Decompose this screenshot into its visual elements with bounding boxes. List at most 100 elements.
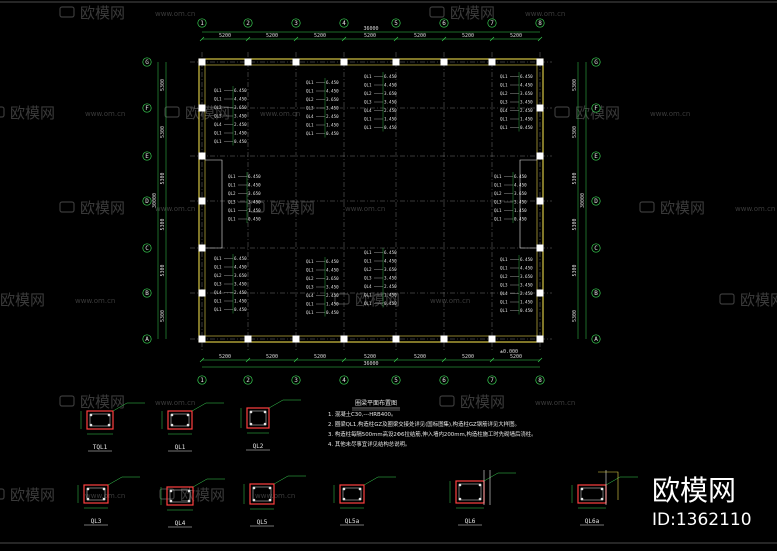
schedule-beam: QL1 xyxy=(364,125,372,130)
schedule-beam: QL1 xyxy=(306,80,314,85)
axis-label: F xyxy=(145,105,149,112)
schedule-beam: QL1 xyxy=(500,257,508,262)
axis-label: A xyxy=(145,336,149,343)
schedule-elevation: 6.450 xyxy=(384,74,397,79)
dimension-total-text: 30000 xyxy=(152,193,158,208)
watermark-site: www.om.cn xyxy=(260,110,300,118)
schedule-beam: QL1 xyxy=(494,174,502,179)
schedule-beam: QL1 xyxy=(214,299,222,304)
axis-label: D xyxy=(145,198,149,205)
schedule-elevation: 3.650 xyxy=(248,191,261,196)
structural-column xyxy=(536,58,544,66)
schedule-beam: QL2 xyxy=(214,105,222,110)
schedule-beam: QL1 xyxy=(214,131,222,136)
interior-wall xyxy=(205,159,223,249)
schedule-elevation: 1.450 xyxy=(384,293,397,298)
section-label: QL5a xyxy=(345,518,360,525)
axis-label: E xyxy=(145,153,149,160)
schedule-beam: QL4 xyxy=(214,290,222,295)
schedule-elevation: 4.450 xyxy=(234,97,247,102)
axis-bubble: 6 xyxy=(439,18,449,28)
watermark-brand: 欧模网 xyxy=(80,393,125,411)
brand-block: 欧模网 ID:1362110 xyxy=(652,474,752,530)
schedule-elevation: 0.450 xyxy=(234,139,247,144)
schedule-elevation: 2.450 xyxy=(326,114,339,119)
schedule-beam: QL1 xyxy=(214,97,222,102)
axis-bubble: 2 xyxy=(243,18,253,28)
axis-bubble: D xyxy=(142,196,152,206)
schedule-beam: QL1 xyxy=(364,250,372,255)
axis-label: 3 xyxy=(294,377,298,384)
schedule-beam: QL2 xyxy=(214,273,222,278)
axis-bubble: C xyxy=(591,243,601,253)
axis-label: F xyxy=(594,105,598,112)
structural-column xyxy=(198,335,206,343)
axis-bubble: 6 xyxy=(439,375,449,385)
dimension-total-text: 36000 xyxy=(363,26,378,32)
section-label: QL3 xyxy=(91,518,102,525)
dimension-text: 5200 xyxy=(266,354,278,360)
structural-column xyxy=(536,244,544,252)
note-2: 2. 圈梁QL1,构造柱GZ及圈梁交接处详见(国标图集),构造柱GZ钢筋详见大样… xyxy=(328,420,520,428)
section-detail: QL1 xyxy=(161,402,224,452)
axis-bubble: E xyxy=(142,151,152,161)
schedule-elevation: 0.450 xyxy=(326,310,339,315)
structural-column xyxy=(488,335,496,343)
schedule-elevation: 6.450 xyxy=(384,250,397,255)
section-detail: QL5 xyxy=(243,475,306,527)
watermark-brand: 欧模网 xyxy=(460,393,505,411)
dimension-text: 5300 xyxy=(160,218,166,230)
structural-column xyxy=(536,197,544,205)
dimension-text: 5200 xyxy=(314,33,326,39)
watermark-logo-icon xyxy=(439,395,455,407)
watermark-site: www.om.cn xyxy=(155,10,195,18)
axis-label: G xyxy=(594,59,598,66)
axis-label: 7 xyxy=(490,20,494,27)
watermark-site: www.om.cn xyxy=(255,492,295,500)
watermark-brand: 欧模网 xyxy=(660,199,705,217)
schedule-elevation: 0.450 xyxy=(326,131,339,136)
dimension-text: 5300 xyxy=(160,79,166,91)
watermark-site: www.om.cn xyxy=(345,205,385,213)
schedule-elevation: 2.450 xyxy=(520,291,533,296)
schedule-elevation: 0.450 xyxy=(248,217,261,222)
schedule-beam: QL1 xyxy=(306,89,314,94)
section-label: QL6a xyxy=(585,518,600,525)
dimension-text: 5300 xyxy=(572,264,578,276)
dimension-text: 5200 xyxy=(364,33,376,39)
axis-label: 3 xyxy=(294,20,298,27)
schedule-elevation: 3.650 xyxy=(234,105,247,110)
dimension-text: 5200 xyxy=(219,33,231,39)
watermark-brand: 欧模网 xyxy=(80,4,125,22)
note-1: 1. 混凝土C30,---HRB400。 xyxy=(328,410,396,418)
schedule-beam: QL3 xyxy=(214,282,222,287)
schedule-elevation: 6.450 xyxy=(520,257,533,262)
section-label: QL4 xyxy=(175,520,186,527)
schedule-elevation: 1.450 xyxy=(234,299,247,304)
axis-bubble: E xyxy=(591,151,601,161)
schedule-beam: QL1 xyxy=(494,217,502,222)
schedule-beam: QL2 xyxy=(364,267,372,272)
axis-bubble: G xyxy=(142,57,152,67)
watermark-site: www.om.cn xyxy=(430,297,470,305)
axis-label: 8 xyxy=(538,20,542,27)
schedule-elevation: 2.450 xyxy=(234,290,247,295)
schedule-beam: QL1 xyxy=(364,117,372,122)
schedule-beam: QL1 xyxy=(364,83,372,88)
watermark-site: www.om.cn xyxy=(155,399,195,407)
schedule-elevation: 6.450 xyxy=(326,80,339,85)
structural-column xyxy=(340,335,348,343)
axis-bubble: 7 xyxy=(487,375,497,385)
watermark-site: www.om.cn xyxy=(525,10,565,18)
dimension-text: 5300 xyxy=(160,172,166,184)
schedule-elevation: 4.450 xyxy=(520,266,533,271)
section-outline xyxy=(249,483,275,505)
schedule-beam: QL1 xyxy=(306,123,314,128)
watermark-brand: 欧模网 xyxy=(10,486,55,504)
watermark-logo-icon xyxy=(59,201,75,213)
watermark-logo-icon xyxy=(554,106,570,118)
axis-bubble: 1 xyxy=(197,375,207,385)
structural-column xyxy=(244,58,252,66)
structural-column xyxy=(536,152,544,160)
